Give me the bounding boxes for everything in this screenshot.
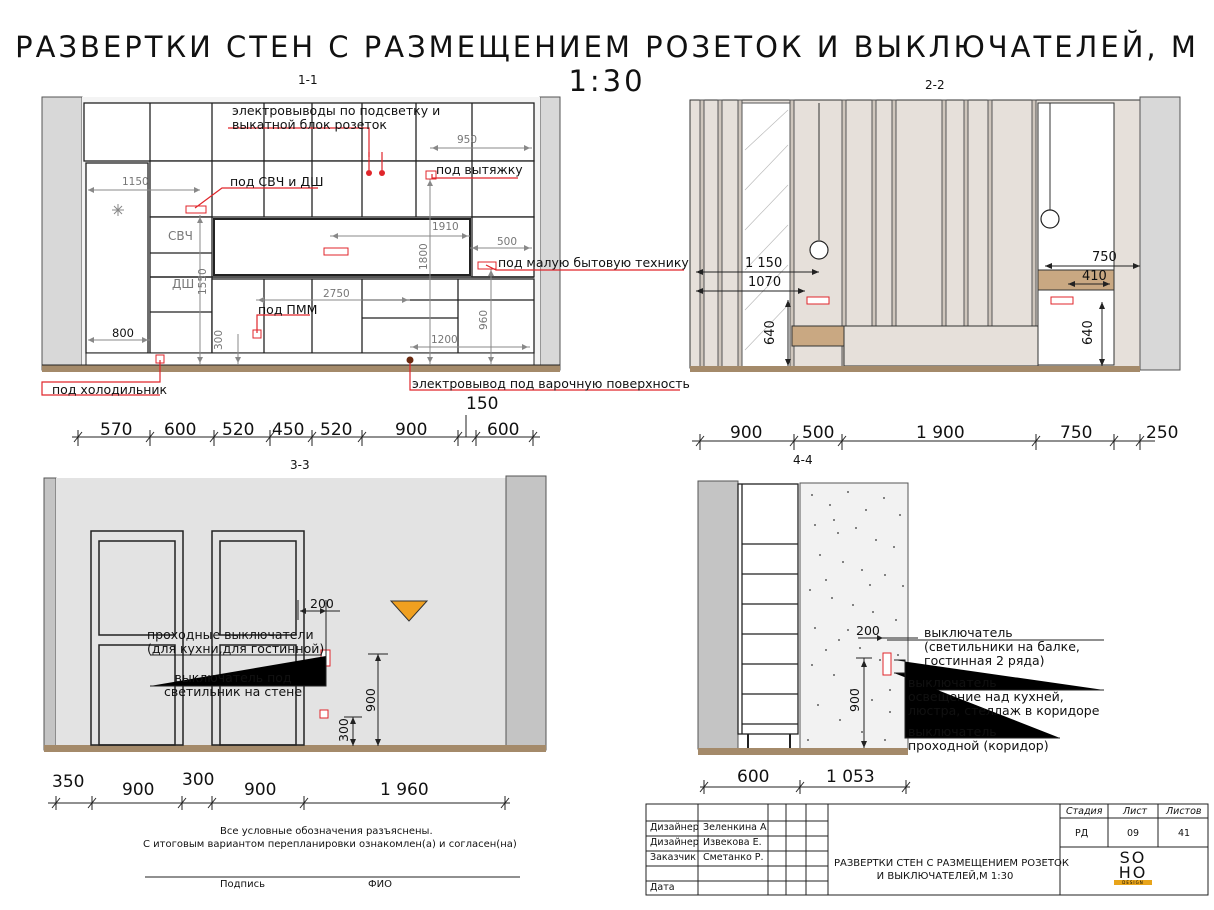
view-label-1-1: 1-1 [298, 73, 318, 87]
tb-name-2: Извекова Е. [703, 837, 762, 848]
logo: SO HO DESIGN [1114, 850, 1152, 885]
tb-header-sheet: Лист [1123, 806, 1148, 817]
dim-3-bottom-1: 350 [52, 772, 85, 792]
dim-bottom-7: 600 [487, 420, 520, 440]
drawing-title: РАЗВЕРТКИ СТЕН С РАЗМЕЩЕНИЕМ РОЗЕТОК И В… [15, 30, 1199, 98]
annotation-switch-corridor: выключатель проходной (коридор) [908, 724, 1049, 753]
tb-sheet-value: 09 [1127, 828, 1140, 839]
dim-1150: 1150 [122, 176, 149, 188]
logo-small: DESIGN [1114, 880, 1152, 885]
dim-bottom-6: 900 [395, 420, 428, 440]
annotation-switch-beam: выключатель (светильники на балке, гости… [924, 625, 1080, 668]
tb-name-3: Сметанко Р. [703, 852, 764, 863]
dim-3-200: 200 [310, 596, 334, 611]
logo-top: SO [1119, 848, 1147, 867]
signature-label: Подпись [220, 879, 265, 890]
dim-2-bottom-3: 1 900 [916, 423, 965, 443]
dim-bottom-5: 520 [320, 420, 353, 440]
dim-4-200: 200 [856, 623, 880, 638]
annotation-switch-kitchen: выключатель освещение над кухней, люстра… [908, 675, 1100, 718]
dim-2750: 2750 [323, 288, 350, 300]
dim-2-bottom-4: 750 [1060, 423, 1093, 443]
dim-bottom-1: 570 [100, 420, 133, 440]
dim-bottom-2: 600 [164, 420, 197, 440]
annotation-hood: под вытяжку [436, 162, 523, 177]
dim-3-bottom-4: 900 [244, 780, 277, 800]
tb-role-4: Дата [650, 882, 675, 893]
label-dsh: ДШ [172, 277, 195, 291]
dim-2-410: 410 [1082, 269, 1107, 284]
dim-bottom-150: 150 [466, 394, 499, 414]
tb-role-3: Заказчик [650, 852, 697, 863]
view-label-2-2: 2-2 [925, 78, 945, 92]
agreement-line-2: С итоговым вариантом перепланировки озна… [143, 839, 517, 850]
dim-2-bottom-2: 500 [802, 423, 835, 443]
tb-sheets-value: 41 [1178, 828, 1191, 839]
tb-role-2: Дизайнер [650, 837, 699, 848]
dim-1200: 1200 [431, 334, 458, 346]
dim-2-bottom-5: 250 [1146, 423, 1179, 443]
tb-stage-value: РД [1075, 828, 1089, 839]
annotation-pmm: под ПММ [258, 302, 318, 317]
view-label-4-4: 4-4 [793, 453, 813, 467]
dim-4-bottom-2: 1 053 [826, 767, 875, 787]
dim-3-bottom-3: 300 [182, 770, 215, 790]
dim-500: 500 [497, 236, 518, 248]
tb-header-stage: Стадия [1066, 806, 1103, 817]
dim-bottom-4: 450 [272, 420, 305, 440]
dim-2-bottom-1: 900 [730, 423, 763, 443]
tb-sheet-title: РАЗВЕРТКИ СТЕН С РАЗМЕЩЕНИЕМ РОЗЕТОК И В… [834, 858, 1069, 882]
tb-role-1: Дизайнер [650, 822, 699, 833]
annotation-cooktop: электровывод под варочную поверхность [412, 376, 690, 391]
logo-bottom: HO [1118, 863, 1148, 882]
tb-name-1: Зеленкина А. [703, 822, 770, 833]
annotation-fridge: под холодильник [52, 382, 168, 397]
label-svch: СВЧ [168, 229, 193, 243]
fio-label: ФИО [368, 879, 392, 890]
annotation-small-appliances: под малую бытовую технику [498, 255, 689, 270]
dim-800: 800 [112, 326, 134, 340]
dim-2-1070: 1070 [748, 275, 782, 290]
dim-1910: 1910 [432, 221, 459, 233]
dim-4-bottom-1: 600 [737, 767, 770, 787]
dim-2-1150: 1 150 [745, 256, 783, 271]
dim-3-bottom-2: 900 [122, 780, 155, 800]
view-label-3-3: 3-3 [290, 458, 310, 472]
tb-header-sheets: Листов [1166, 806, 1202, 817]
dim-3-bottom-5: 1 960 [380, 780, 429, 800]
annotation-pass-switches: проходные выключатели (для кухни,для гос… [147, 627, 325, 656]
annotation-wall-switch: выключатель под светильник на стене [164, 670, 303, 699]
annotation-svch: под СВЧ и ДШ [230, 174, 324, 189]
dim-2-750: 750 [1092, 250, 1117, 265]
dim-bottom-3: 520 [222, 420, 255, 440]
annotation-electro-outlets: электровыводы по подсветку и выкатной бл… [232, 103, 441, 132]
dim-950: 950 [457, 134, 478, 146]
agreement-line-1: Все условные обозначения разъяснены. [220, 826, 433, 837]
